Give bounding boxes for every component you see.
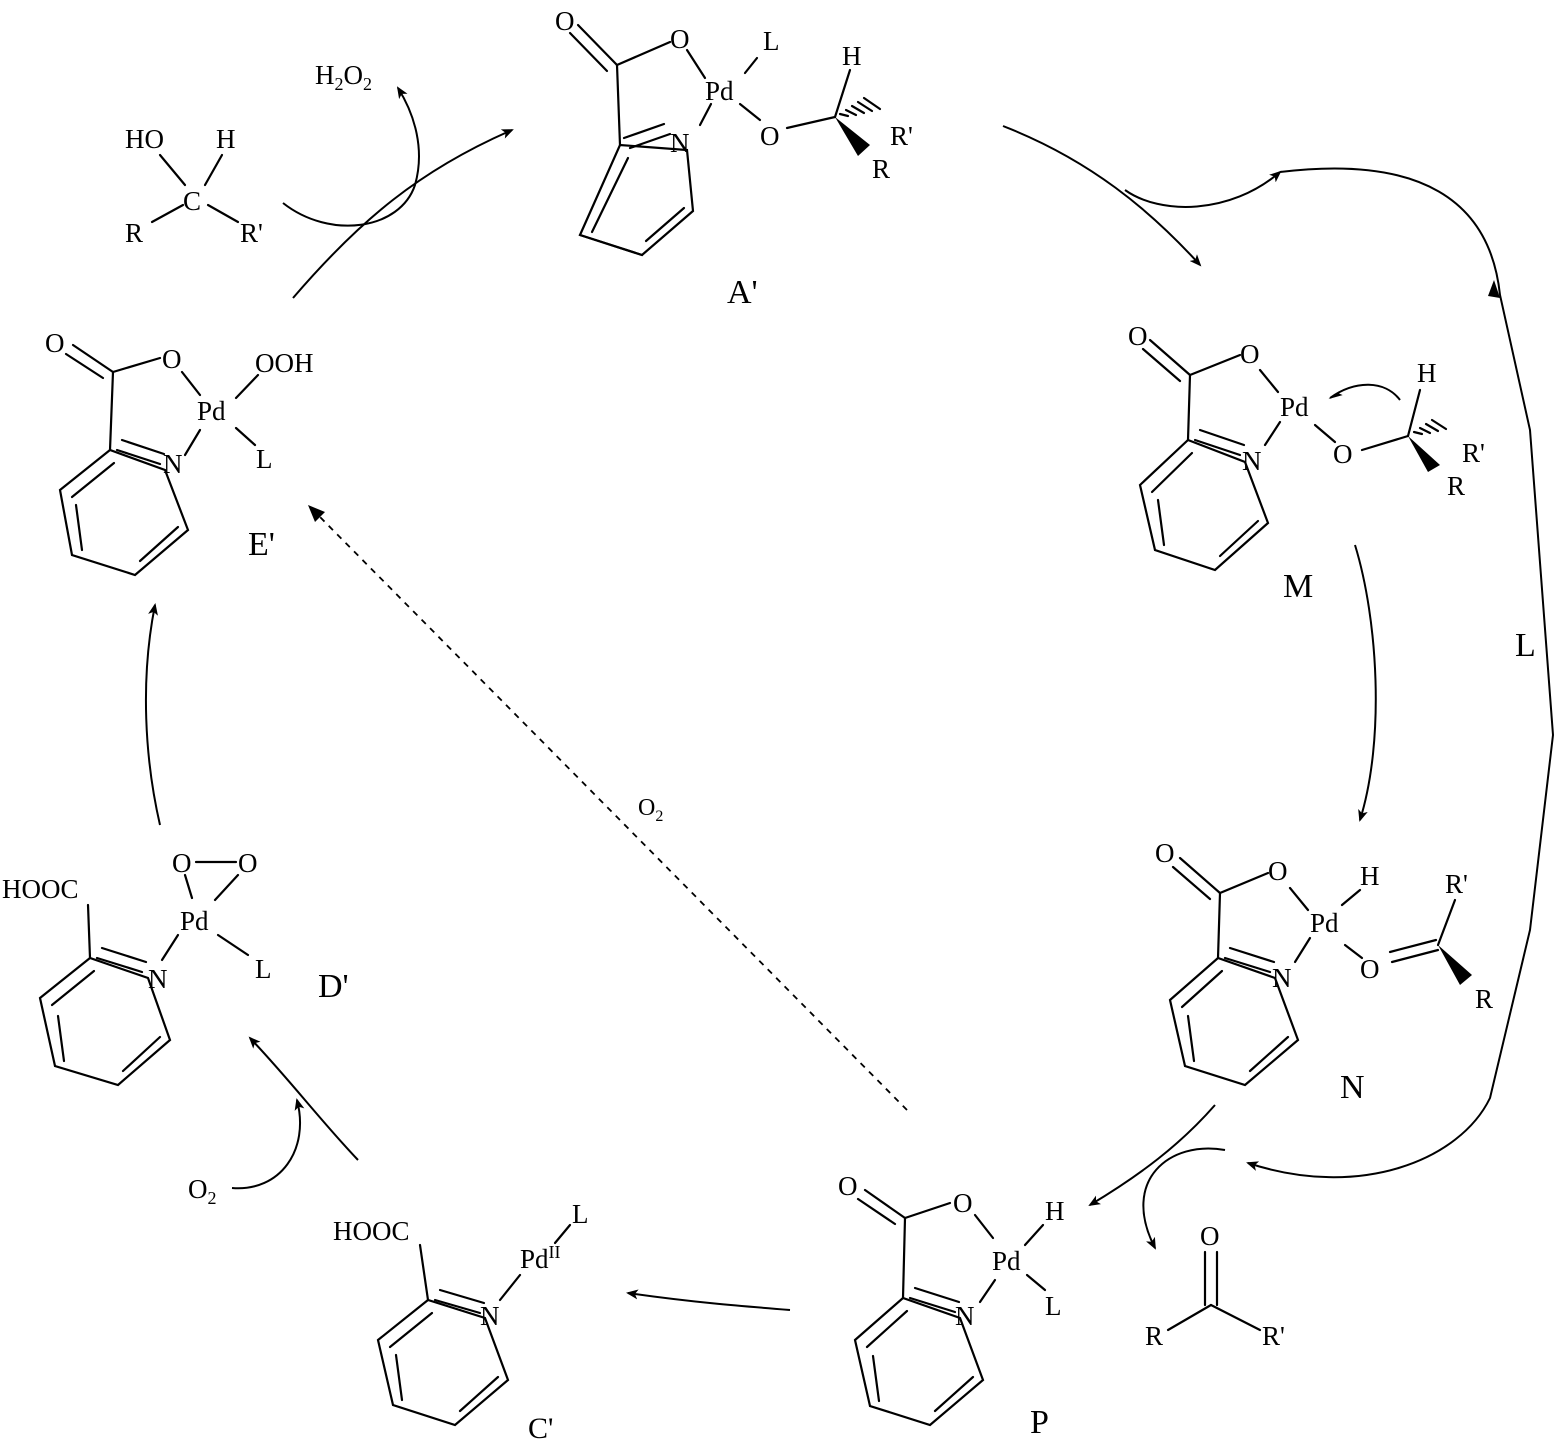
atom-o: O <box>172 848 192 878</box>
atom-r-prime: R' <box>1462 438 1485 468</box>
label-m: M <box>1283 568 1313 605</box>
atom-h: H <box>842 41 862 71</box>
atom-hooc: HOOC <box>333 1216 410 1246</box>
compound-a-prime: O O L Pd N O H R' R A' <box>555 6 913 311</box>
atom-r-prime: R' <box>1445 869 1468 899</box>
compound-m: O O Pd N O H R' R M <box>1128 321 1485 605</box>
compound-n: O O H Pd N O R' R N <box>1155 838 1493 1106</box>
atom-o: O <box>1360 954 1380 984</box>
label-e-prime: E' <box>248 526 275 563</box>
arrow-d-to-e <box>144 603 161 826</box>
atom-r: R <box>1145 1321 1163 1351</box>
atom-pd: Pd <box>197 396 226 426</box>
atom-r-prime: R' <box>890 121 913 151</box>
arrow-p-to-c <box>626 1289 791 1311</box>
arrow-l-loop <box>1246 167 1555 1179</box>
atom-l: L <box>572 1199 589 1229</box>
atom-n: N <box>480 1301 500 1331</box>
atom-ho: HO <box>125 124 164 154</box>
atom-n: N <box>955 1301 975 1331</box>
atom-l: L <box>256 444 273 474</box>
compound-p: O O H Pd N L P <box>838 1171 1065 1441</box>
atom-ooh: OOH <box>255 348 314 378</box>
atom-l: L <box>255 954 272 984</box>
arrow-a-to-m <box>1002 125 1202 267</box>
atom-l: L <box>1045 1291 1062 1321</box>
compound-e-prime: O O OOH Pd N L E' <box>45 328 314 577</box>
atom-o: O <box>760 121 780 151</box>
atom-h: H <box>1045 1196 1065 1226</box>
atom-o: O <box>45 328 65 358</box>
atom-pd: Pd <box>992 1246 1021 1276</box>
ligand-loop-label: L <box>1515 627 1536 664</box>
alcohol-substrate: HO H C R R' <box>125 124 263 248</box>
atom-o: O <box>838 1171 858 1201</box>
atom-o: O <box>162 344 182 374</box>
h2o2-byproduct: H2O2 <box>315 60 372 94</box>
atom-h: H <box>1360 861 1380 891</box>
atom-n: N <box>1272 963 1292 993</box>
label-p: P <box>1030 1404 1049 1441</box>
compound-d-prime: HOOC O O Pd N L D' <box>2 848 349 1087</box>
compound-c-prime: HOOC L PdII N C' <box>333 1199 589 1445</box>
atom-r: R <box>125 218 143 248</box>
atom-o: O <box>1128 321 1148 351</box>
atom-o: O <box>1155 838 1175 868</box>
atom-o: O <box>238 848 258 878</box>
h2o2-label: H2O2 <box>315 60 372 94</box>
atom-n: N <box>163 449 183 479</box>
label-a-prime: A' <box>727 274 758 311</box>
atom-r: R <box>872 154 890 184</box>
atom-pd: Pd <box>705 76 734 106</box>
arrow-l-release <box>1124 170 1282 208</box>
atom-pd: Pd <box>180 906 209 936</box>
arrow-p-to-e-dashed <box>317 514 908 1111</box>
atom-o: O <box>953 1188 973 1218</box>
o2-reagent-lower: O2 <box>188 1174 217 1208</box>
atom-h: H <box>1417 358 1437 388</box>
atom-h: H <box>216 124 236 154</box>
arrow-m-to-n <box>1354 544 1377 822</box>
atom-o: O <box>1268 856 1288 886</box>
arrow-o2-in <box>231 1098 305 1190</box>
arrow-ketone-release <box>1142 1147 1226 1250</box>
arrow-h2o2-release <box>282 86 420 227</box>
arrow-e-to-a <box>292 129 514 299</box>
atom-pd-ii: PdII <box>520 1242 561 1274</box>
atom-n: N <box>148 964 168 994</box>
o2-label: O2 <box>188 1174 217 1208</box>
atom-o: O <box>670 24 690 54</box>
atom-r: R <box>1447 471 1465 501</box>
o2-reagent-center: O2 <box>638 795 663 825</box>
atom-pd: Pd <box>1280 392 1309 422</box>
label-c-prime: C' <box>528 1412 553 1445</box>
atom-hooc: HOOC <box>2 874 79 904</box>
atom-o: O <box>1333 439 1353 469</box>
atom-r-prime: R' <box>240 218 263 248</box>
atom-o: O <box>1200 1221 1220 1251</box>
ketone-product: O R R' <box>1145 1221 1285 1351</box>
arrow-n-to-p <box>1088 1104 1216 1207</box>
atom-n: N <box>670 128 690 158</box>
label-d-prime: D' <box>318 968 349 1005</box>
atom-pd: Pd <box>1310 908 1339 938</box>
label-n: N <box>1340 1069 1365 1106</box>
arrow-c-to-d <box>248 1036 359 1161</box>
o2-label: O2 <box>638 795 663 825</box>
atom-r: R <box>1475 984 1493 1014</box>
atom-r-prime: R' <box>1262 1321 1285 1351</box>
atom-l: L <box>763 26 780 56</box>
atom-o: O <box>1240 339 1260 369</box>
atom-n: N <box>1242 446 1262 476</box>
reaction-arrows <box>144 86 1555 1311</box>
atom-c: C <box>183 186 201 216</box>
atom-o: O <box>555 6 575 36</box>
